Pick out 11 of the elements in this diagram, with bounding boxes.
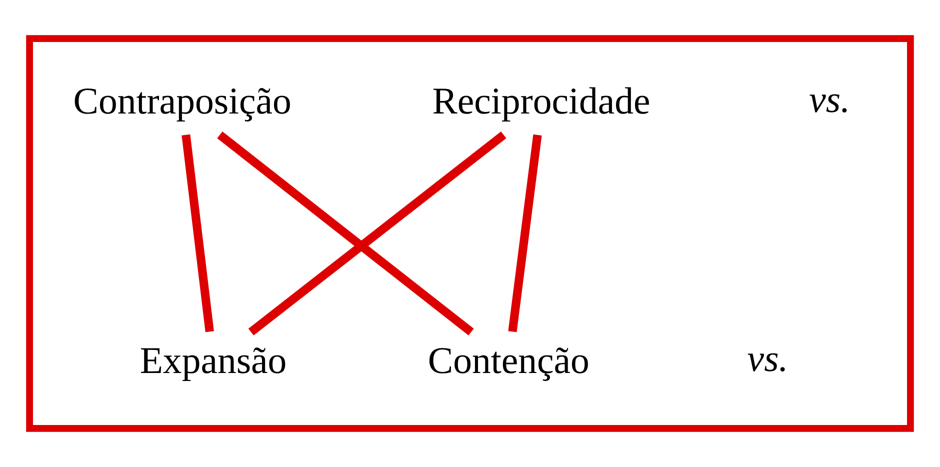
label: vs. [809, 78, 850, 121]
label: vs. [747, 338, 788, 380]
connector [248, 132, 506, 336]
connector [182, 134, 214, 332]
connector [508, 134, 542, 332]
node-text: Contraposição [73, 80, 292, 122]
connector [217, 132, 474, 336]
node-text: Reciprocidade [432, 80, 650, 122]
cluster [26, 35, 914, 432]
node-text: Contenção [428, 340, 590, 382]
node-text: Expansão [140, 340, 287, 382]
